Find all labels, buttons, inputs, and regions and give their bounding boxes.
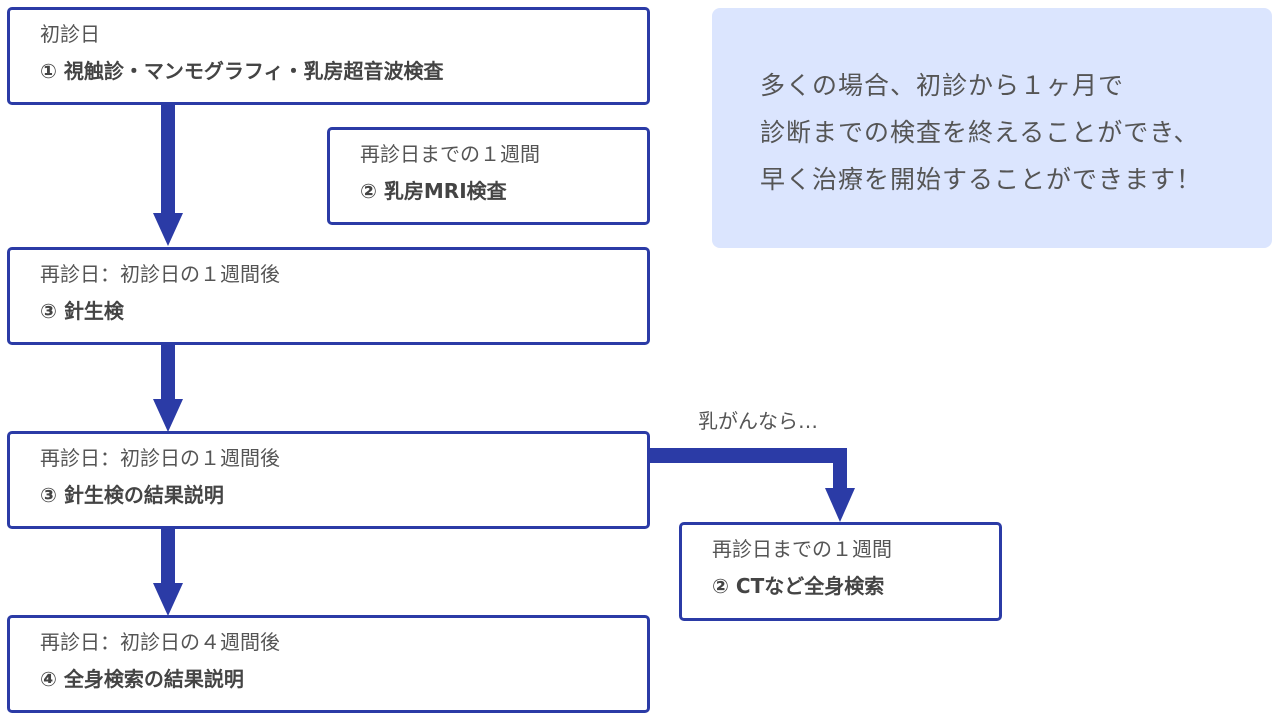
branch-arrow — [648, 448, 855, 522]
step-title: ④ 全身検索の結果説明 — [40, 667, 244, 691]
step-date-label: 再診日までの１週間 — [712, 537, 892, 561]
step-title: ② 乳房MRI検査 — [360, 179, 507, 203]
note-line: 多くの場合、初診から１ヶ月で — [760, 71, 1125, 100]
step-date-label: 再診日までの１週間 — [360, 142, 540, 166]
step-whole-body-results: 再診日：初診日の４週間後 ④ 全身検索の結果説明 — [7, 615, 650, 713]
step-date-label: 再診日：初診日の１週間後 — [40, 446, 280, 470]
down-arrow-2 — [153, 344, 183, 432]
step-initial-exam: 初診日 ① 視触診・マンモグラフィ・乳房超音波検査 — [7, 7, 650, 105]
down-arrow-1 — [153, 104, 183, 246]
note-line: 診断までの検査を終えることができ、 — [760, 118, 1200, 147]
step-date-label: 初診日 — [40, 22, 100, 46]
down-arrow-3 — [153, 528, 183, 616]
branch-condition-label: 乳がんなら… — [698, 409, 818, 433]
step-title: ① 視触診・マンモグラフィ・乳房超音波検査 — [40, 59, 444, 83]
step-biopsy-results: 再診日：初診日の１週間後 ③ 針生検の結果説明 — [7, 431, 650, 529]
step-breast-mri: 再診日までの１週間 ② 乳房MRI検査 — [327, 127, 650, 225]
step-date-label: 再診日：初診日の４週間後 — [40, 630, 280, 654]
summary-note: 多くの場合、初診から１ヶ月で 診断までの検査を終えることができ、 早く治療を開始… — [712, 8, 1272, 248]
step-date-label: 再診日：初診日の１週間後 — [40, 262, 280, 286]
step-needle-biopsy: 再診日：初診日の１週間後 ③ 針生検 — [7, 247, 650, 345]
step-title: ③ 針生検の結果説明 — [40, 483, 224, 507]
note-line: 早く治療を開始することができます！ — [760, 165, 1203, 194]
step-title: ③ 針生検 — [40, 299, 124, 323]
step-title: ② CTなど全身検索 — [712, 574, 885, 598]
step-ct-whole-body: 再診日までの１週間 ② CTなど全身検索 — [679, 522, 1002, 621]
